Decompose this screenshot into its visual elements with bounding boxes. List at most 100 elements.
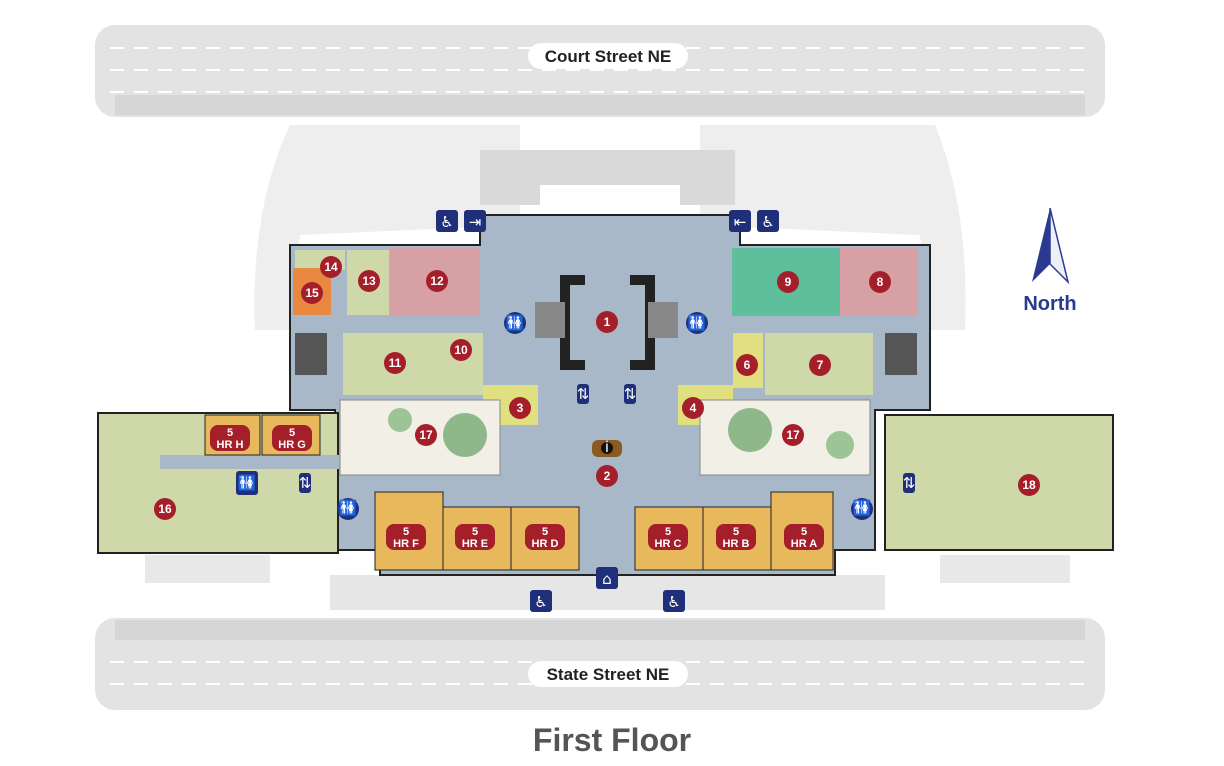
svg-text:12: 12 (430, 274, 444, 288)
svg-text:♿: ♿ (534, 593, 547, 611)
room-marker[interactable]: 7 (809, 354, 831, 376)
room-marker[interactable]: 15 (301, 282, 323, 304)
tree-cluster (826, 431, 854, 459)
svg-text:HR F: HR F (393, 538, 419, 550)
accessible-icon: ♿ (757, 210, 779, 232)
svg-text:16: 16 (158, 502, 172, 516)
south-garden-west (145, 555, 270, 583)
north-arrow-icon (1032, 207, 1070, 285)
room-marker[interactable]: 6 (736, 354, 758, 376)
hearing-room-badge[interactable]: 5HR C (648, 524, 688, 550)
restroom-icon: 🚻 (504, 312, 526, 334)
east-wing (884, 414, 1114, 551)
svg-text:🚻: 🚻 (506, 314, 525, 332)
svg-text:4: 4 (690, 401, 697, 415)
stair-east (885, 333, 917, 375)
svg-text:⇤: ⇤ (734, 213, 747, 231)
restroom-icon: 🚻 (236, 471, 258, 495)
room-marker[interactable]: 16 (154, 498, 176, 520)
hearing-room-badge[interactable]: 5HR D (525, 524, 565, 550)
svg-text:🚻: 🚻 (238, 474, 257, 492)
court-street-label: Court Street NE (545, 47, 672, 66)
svg-text:6: 6 (744, 358, 751, 372)
room-marker[interactable]: 10 (450, 339, 472, 361)
north-grounds-east (700, 125, 966, 330)
svg-text:🚻: 🚻 (339, 499, 358, 517)
court-street-road (95, 25, 1105, 117)
svg-text:♿: ♿ (761, 213, 774, 231)
room-marker[interactable]: 14 (320, 256, 342, 278)
svg-text:17: 17 (786, 428, 800, 442)
hearing-room-badge[interactable]: 5HR G (272, 425, 312, 451)
west-hall-corridor (160, 455, 340, 469)
south-garden-east (940, 555, 1070, 583)
entrance-icon: ⇤ (729, 210, 751, 232)
hearing-room-badge[interactable]: 5HR A (784, 524, 824, 550)
room-marker[interactable]: 2 (596, 465, 618, 487)
svg-text:5: 5 (801, 526, 807, 538)
room-marker[interactable]: 8 (869, 271, 891, 293)
svg-text:HR B: HR B (723, 538, 750, 550)
floor-title: First Floor (533, 722, 691, 758)
tree-cluster (443, 413, 487, 457)
hearing-room-badge[interactable]: 5HR E (455, 524, 495, 550)
tree-cluster (728, 408, 772, 452)
hearing-room-badge[interactable]: 5HR B (716, 524, 756, 550)
svg-text:7: 7 (817, 358, 824, 372)
entrance-icon: ⇥ (464, 210, 486, 232)
state-street-label-box (528, 661, 688, 687)
room-marker[interactable]: 17 (415, 424, 437, 446)
svg-text:🚻: 🚻 (688, 314, 707, 332)
svg-text:5: 5 (472, 526, 478, 538)
svg-text:⇅: ⇅ (624, 385, 637, 403)
stair-west (295, 333, 327, 375)
accessible-icon: ♿ (436, 210, 458, 232)
svg-text:♿: ♿ (667, 593, 680, 611)
svg-text:5: 5 (227, 427, 233, 439)
svg-text:18: 18 (1022, 478, 1036, 492)
room-marker[interactable]: 11 (384, 352, 406, 374)
svg-text:11: 11 (389, 356, 402, 370)
information-icon: i (592, 438, 622, 457)
stair-core-west (535, 302, 565, 338)
hearing-room-badge[interactable]: 5HR H (210, 425, 250, 451)
elevator-icon: ⇅ (577, 384, 590, 404)
svg-text:15: 15 (305, 286, 319, 300)
svg-text:♿: ♿ (440, 213, 453, 231)
north-grounds (254, 125, 520, 330)
ramp-entrance-icon: ⌂ (596, 567, 618, 589)
svg-text:5: 5 (733, 526, 739, 538)
accessible-icon: ♿ (663, 590, 685, 612)
room-marker[interactable]: 18 (1018, 474, 1040, 496)
room-marker[interactable]: 4 (682, 397, 704, 419)
room-marker[interactable]: 17 (782, 424, 804, 446)
svg-text:HR A: HR A (791, 538, 818, 550)
svg-text:3: 3 (517, 401, 524, 415)
room-marker[interactable]: 1 (596, 311, 618, 333)
elevator-icon: ⇅ (903, 473, 915, 493)
svg-text:i: i (605, 438, 609, 456)
restroom-icon: 🚻 (337, 498, 359, 520)
tree-cluster (388, 408, 412, 432)
room-marker[interactable]: 12 (426, 270, 448, 292)
svg-text:HR D: HR D (532, 538, 559, 550)
svg-text:HR G: HR G (278, 439, 306, 451)
room-marker[interactable]: 13 (358, 270, 380, 292)
svg-text:⇅: ⇅ (299, 474, 312, 492)
svg-text:5: 5 (665, 526, 671, 538)
svg-text:⇅: ⇅ (577, 385, 590, 403)
svg-text:17: 17 (419, 428, 433, 442)
svg-text:⇥: ⇥ (469, 213, 482, 231)
restroom-icon: 🚻 (686, 312, 708, 334)
svg-text:5: 5 (403, 526, 409, 538)
rotunda-walls (560, 275, 655, 370)
svg-text:HR E: HR E (462, 538, 488, 550)
room-marker[interactable]: 3 (509, 397, 531, 419)
svg-text:1: 1 (604, 315, 611, 329)
svg-text:13: 13 (362, 274, 376, 288)
svg-text:8: 8 (877, 275, 884, 289)
hearing-room-badge[interactable]: 5HR F (386, 524, 426, 550)
svg-text:HR C: HR C (655, 538, 682, 550)
stair-core-east (648, 302, 678, 338)
room-marker[interactable]: 9 (777, 271, 799, 293)
